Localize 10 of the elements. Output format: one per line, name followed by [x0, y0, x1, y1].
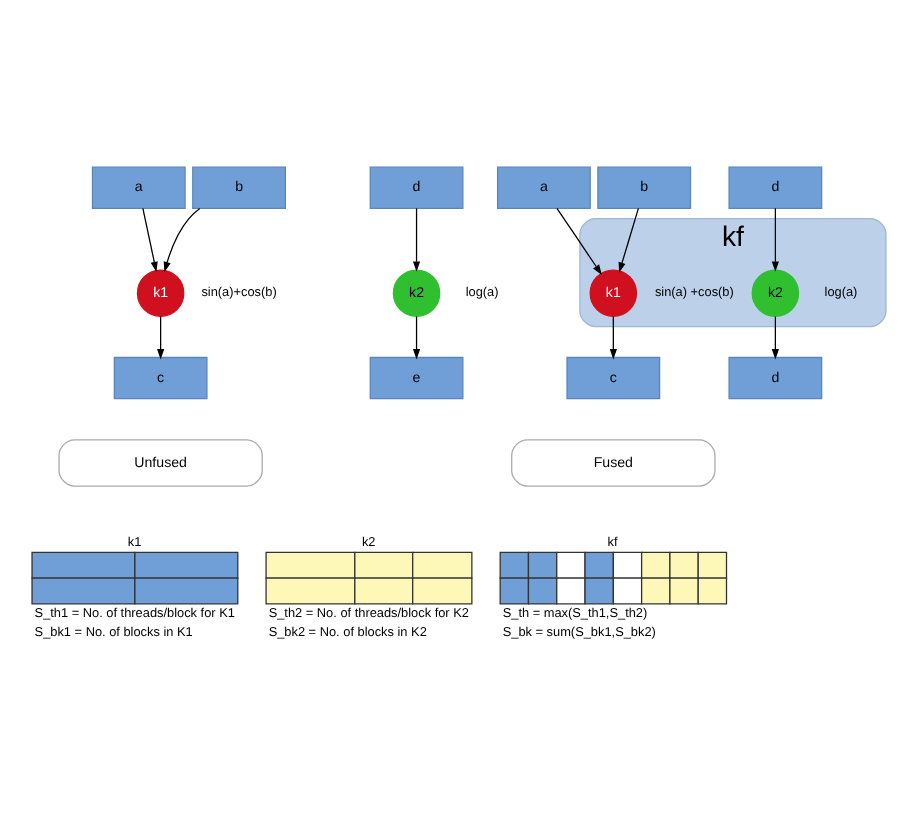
arrow	[609, 315, 617, 360]
arrow	[412, 207, 421, 272]
arrow	[163, 207, 201, 273]
arrow	[771, 207, 779, 272]
arrow	[556, 207, 602, 275]
arrow	[157, 315, 165, 360]
arrow	[142, 207, 158, 273]
arrow	[771, 315, 779, 360]
arrow	[412, 315, 421, 360]
arrow	[618, 207, 640, 273]
